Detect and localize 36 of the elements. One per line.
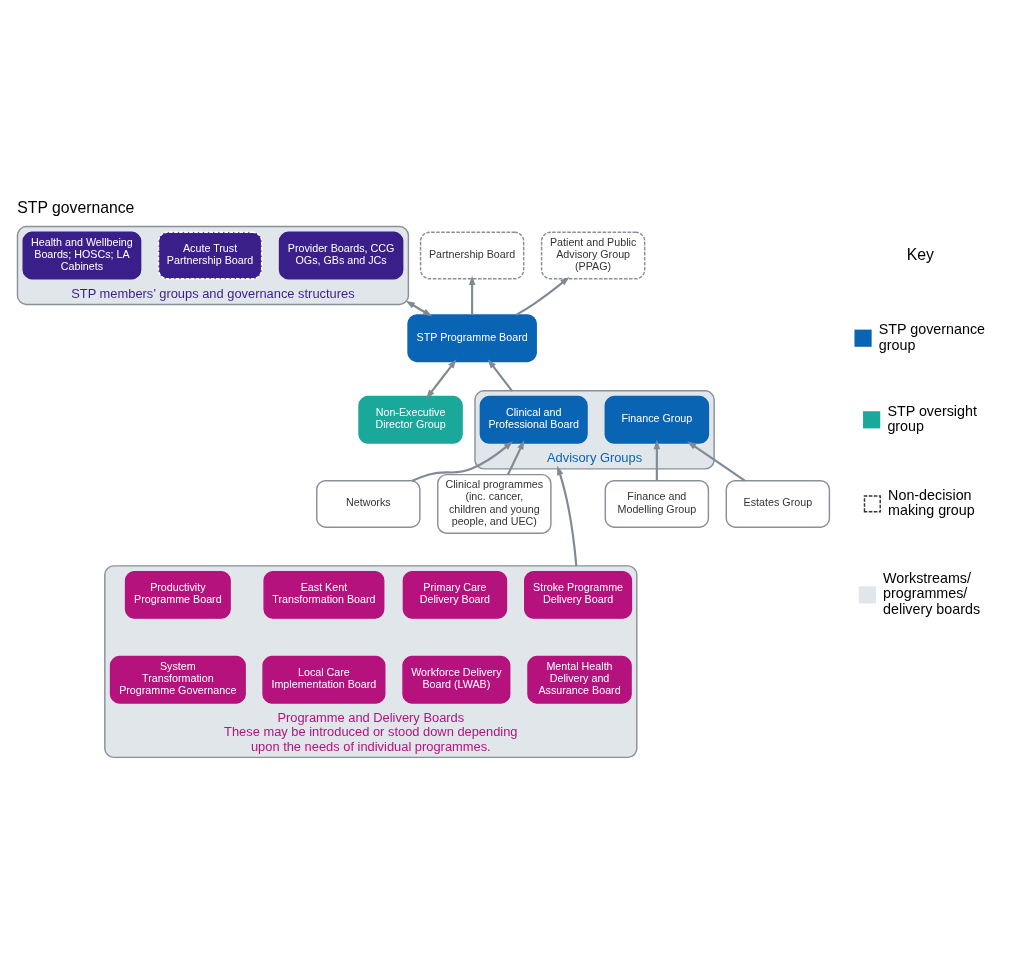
arrow: [487, 359, 513, 392]
node-box: Mental Health Delivery and Assurance Board: [527, 655, 632, 704]
node-box: Finance and Modelling Group: [604, 479, 710, 528]
node-box: Productivity Programme Board: [124, 570, 231, 619]
node-box: Estates Group: [725, 479, 831, 528]
node-box: Health and Wellbeing Boards; HOSCs; LA Cabinets: [22, 231, 142, 280]
node-box: Networks: [316, 479, 421, 528]
arrow: [653, 439, 661, 481]
node-box: Workforce Delivery Board (LWAB): [402, 655, 511, 704]
node-box: Clinical and Professional Board: [479, 395, 588, 444]
arrow: [426, 359, 457, 399]
node-box: East Kent Transformation Board: [263, 570, 385, 619]
diagram-title: STP governance: [17, 199, 135, 217]
node-box: STP Programme Board: [407, 314, 537, 363]
node-box: Primary Care Delivery Board: [402, 570, 508, 619]
node-box: Finance Group: [604, 395, 710, 444]
node-box: Acute Trust Partnership Board: [157, 231, 263, 280]
node-box: System Transformation Programme Governance: [109, 655, 246, 704]
legend-label: Workstreams/ programmes/ delivery boards: [883, 569, 981, 618]
legend-label: STP oversight group: [887, 402, 977, 435]
label: Key: [906, 245, 934, 263]
node-box: Stroke Programme Delivery Board: [524, 570, 633, 619]
node-box: Patient and Public Advisory Group (PPAG): [540, 231, 646, 280]
node-box: Local Care Implementation Board: [262, 655, 386, 704]
node-box: Provider Boards, CCG OGs, GBs and JCs: [278, 231, 404, 280]
arrow: [507, 440, 525, 475]
arrow: [468, 275, 476, 315]
legend-label: STP governance group: [878, 320, 986, 353]
arrow: [515, 276, 570, 316]
arrow: [687, 441, 746, 482]
legend-label: Non-decision making group: [888, 486, 975, 519]
node-box: Clinical programmes (inc. cancer, children and young people, and UEC): [437, 473, 552, 534]
node-box: Non-Executive Director Group: [358, 395, 463, 444]
arrow: [557, 465, 578, 566]
arrow: [411, 441, 513, 482]
node-box: Partnership Board: [419, 231, 525, 280]
